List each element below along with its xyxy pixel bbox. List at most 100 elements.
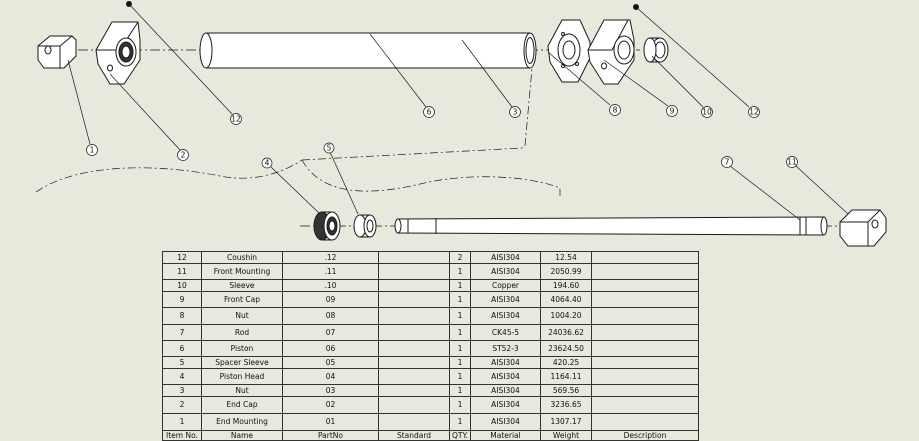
header-name: Name xyxy=(201,430,283,441)
part-sleeve xyxy=(643,37,669,63)
cell-qty: 1 xyxy=(449,291,471,308)
cell-part: 08 xyxy=(282,307,379,325)
balloon-3: 3 xyxy=(513,108,518,117)
cell-qty: 1 xyxy=(449,384,471,397)
part-barrel xyxy=(199,32,537,69)
cell-part: 09 xyxy=(282,291,379,308)
cell-weight: 194.60 xyxy=(540,279,592,292)
cell-standard xyxy=(378,356,450,369)
cell-description xyxy=(591,291,699,308)
cell-weight: 1164.11 xyxy=(540,368,592,385)
cell-weight: 24036.62 xyxy=(540,324,592,341)
cell-name: Nut xyxy=(201,307,283,325)
part-end-mounting xyxy=(37,35,77,69)
cell-material: AISI304 xyxy=(470,356,541,369)
cell-description xyxy=(591,340,699,357)
cell-material: CK45-5 xyxy=(470,324,541,341)
balloon-12a: 12 xyxy=(231,115,241,124)
cell-description xyxy=(591,251,699,264)
cell-qty: 1 xyxy=(449,279,471,292)
cell-name: Front Cap xyxy=(201,291,283,308)
header-qty: QTY. xyxy=(449,430,471,441)
cell-standard xyxy=(378,396,450,414)
cell-item: 5 xyxy=(162,356,202,369)
cell-material: AISI304 xyxy=(470,384,541,397)
cell-standard xyxy=(378,291,450,308)
cell-qty: 1 xyxy=(449,340,471,357)
cell-qty: 1 xyxy=(449,324,471,341)
cell-standard xyxy=(378,251,450,264)
cell-weight: 569.56 xyxy=(540,384,592,397)
cell-qty: 2 xyxy=(449,251,471,264)
table-header-row: Item No. Name PartNo Standard QTY. Mater… xyxy=(162,430,699,441)
header-standard: Standard xyxy=(378,430,450,441)
cell-name: End Mounting xyxy=(201,413,283,431)
cell-name: End Cap xyxy=(201,396,283,414)
cell-description xyxy=(591,356,699,369)
cell-name: Piston Head xyxy=(201,368,283,385)
cell-name: Coushin xyxy=(201,251,283,264)
cell-item: 2 xyxy=(162,396,202,414)
cell-part: .12 xyxy=(282,251,379,264)
cell-material: AISI304 xyxy=(470,251,541,264)
part-front-cap xyxy=(587,19,635,85)
cell-material: AISI304 xyxy=(470,291,541,308)
cell-qty: 1 xyxy=(449,396,471,414)
header-description: Description xyxy=(591,430,699,441)
cell-weight: 1307.17 xyxy=(540,413,592,431)
cell-part: 04 xyxy=(282,368,379,385)
cell-material: AISI304 xyxy=(470,413,541,431)
cell-description xyxy=(591,396,699,414)
cell-item: 3 xyxy=(162,384,202,397)
cell-part: 01 xyxy=(282,413,379,431)
cell-weight: 4064.40 xyxy=(540,291,592,308)
leader-lines xyxy=(67,3,849,221)
cell-material: AISI304 xyxy=(470,368,541,385)
cell-material: AISI304 xyxy=(470,396,541,414)
cell-item: 8 xyxy=(162,307,202,325)
balloon-6: 6 xyxy=(427,108,432,117)
cell-part: .10 xyxy=(282,279,379,292)
cell-part: 07 xyxy=(282,324,379,341)
balloon-8: 8 xyxy=(613,106,618,115)
cell-part: 02 xyxy=(282,396,379,414)
balloon-9: 9 xyxy=(670,107,675,116)
cell-item: 4 xyxy=(162,368,202,385)
header-part: PartNo xyxy=(282,430,379,441)
cell-weight: 2050.99 xyxy=(540,263,592,280)
cell-name: Sleeve xyxy=(201,279,283,292)
cell-description xyxy=(591,307,699,325)
cell-item: 1 xyxy=(162,413,202,431)
part-spacer-sleeve xyxy=(353,214,377,238)
part-piston-head xyxy=(313,211,341,241)
part-end-cap xyxy=(95,21,141,85)
cell-material: ST52-3 xyxy=(470,340,541,357)
cell-part: 06 xyxy=(282,340,379,357)
cell-name: Rod xyxy=(201,324,283,341)
balloon-4: 4 xyxy=(265,159,270,168)
cell-description xyxy=(591,368,699,385)
cell-item: 10 xyxy=(162,279,202,292)
cell-name: Nut xyxy=(201,384,283,397)
cell-standard xyxy=(378,279,450,292)
balloon-12b: 12 xyxy=(749,108,759,117)
cell-part: 03 xyxy=(282,384,379,397)
cell-name: Spacer Sleeve xyxy=(201,356,283,369)
balloon-7: 7 xyxy=(725,158,730,167)
cell-qty: 1 xyxy=(449,307,471,325)
cell-description xyxy=(591,263,699,280)
cell-standard xyxy=(378,368,450,385)
break-line-lower xyxy=(301,159,561,196)
part-rod xyxy=(394,216,828,236)
cell-item: 7 xyxy=(162,324,202,341)
cell-standard xyxy=(378,263,450,280)
